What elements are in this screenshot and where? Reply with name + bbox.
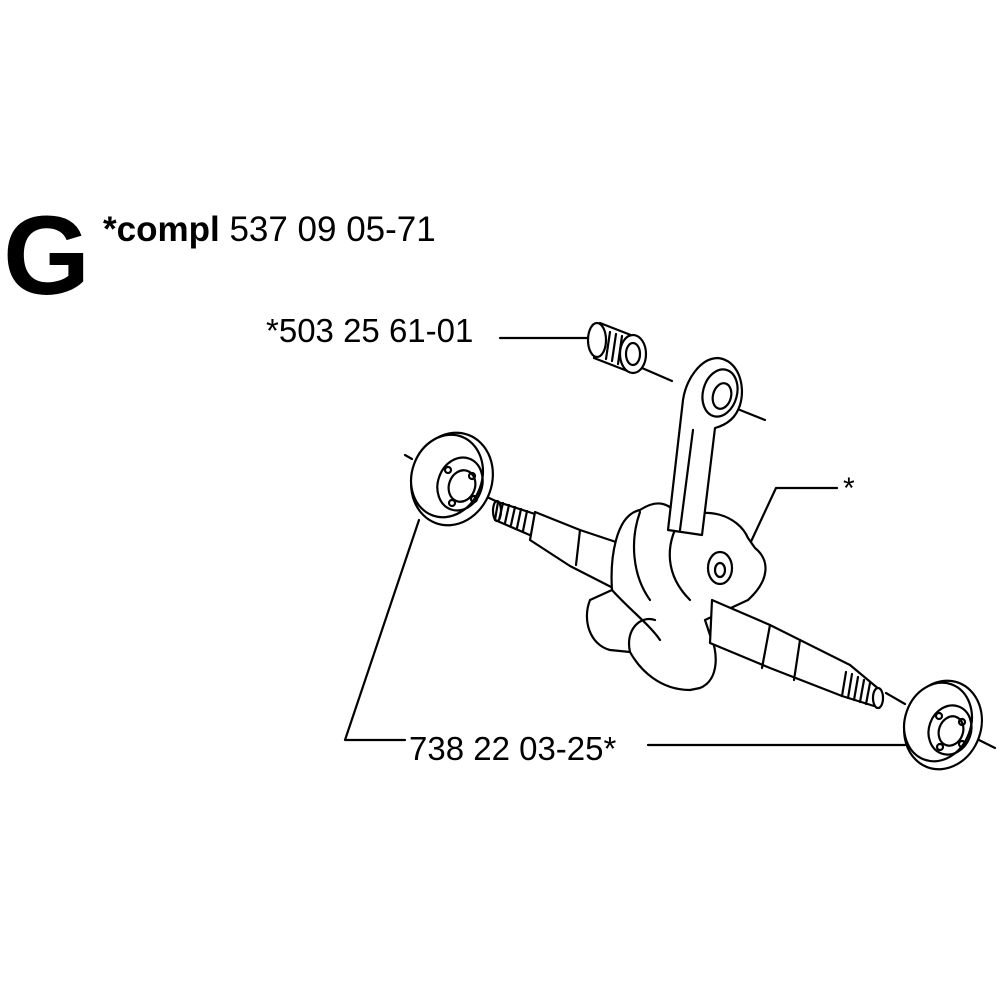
left-ball-bearing-part <box>410 431 494 527</box>
axis-centerline <box>403 366 997 750</box>
leader-lines <box>343 336 907 747</box>
left-shaft <box>491 499 627 592</box>
kit-prefix: *compl <box>103 210 220 249</box>
crankshaft-asterisk-callout: * <box>843 472 855 505</box>
connecting-rod <box>666 356 744 537</box>
right-ball-bearing-part <box>903 679 983 771</box>
right-shaft <box>708 598 885 710</box>
needle-bearing-part-number: *503 25 61-01 <box>266 312 474 349</box>
section-letter: G <box>3 193 91 318</box>
needle-bearing-part <box>586 321 648 375</box>
kit-part-number: 537 09 05-71 <box>229 210 436 249</box>
kit-label: *compl 537 09 05-71 <box>103 212 436 247</box>
ball-bearing-part-number: 738 22 03-25* <box>409 730 617 767</box>
